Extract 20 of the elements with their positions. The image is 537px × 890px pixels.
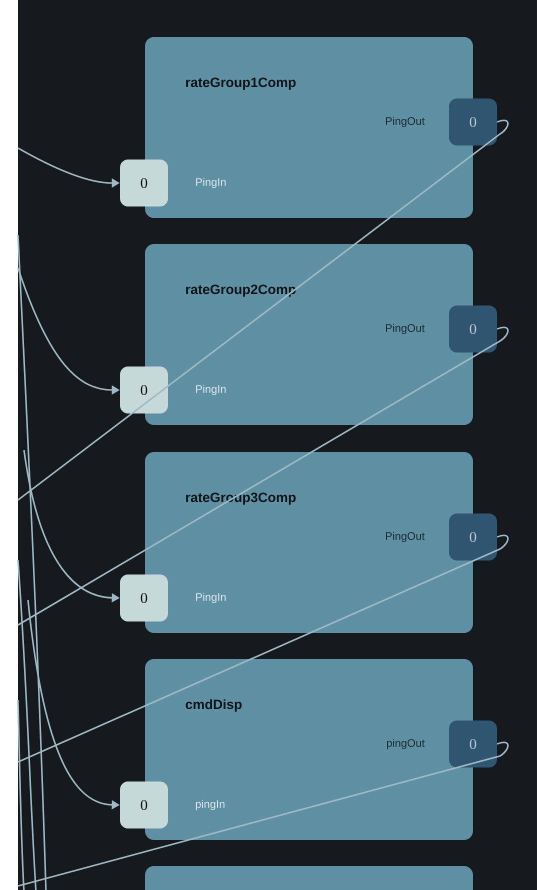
port-box: 0 — [120, 782, 168, 828]
port-box: 0 — [449, 98, 497, 146]
port-label: pingOut — [386, 738, 425, 750]
port-label: PingIn — [196, 592, 226, 604]
connector-line — [18, 534, 508, 763]
port-label: PingOut — [386, 324, 425, 334]
port-box: 0 — [120, 160, 168, 206]
port-box: 0 — [449, 514, 497, 560]
port-label: PingOut — [386, 532, 425, 542]
port-box: 0 — [449, 720, 497, 768]
port-box: 0 — [120, 366, 168, 414]
port-label: pingIn — [196, 800, 224, 810]
component-box — [145, 866, 473, 890]
connector-line — [18, 326, 509, 626]
port-label: PingOut — [386, 116, 425, 128]
connector-line — [18, 120, 509, 501]
port-box: 0 — [449, 306, 497, 352]
port-label: PingIn — [196, 178, 226, 188]
port-box: 0 — [120, 574, 168, 622]
port-label: PingIn — [196, 384, 226, 396]
